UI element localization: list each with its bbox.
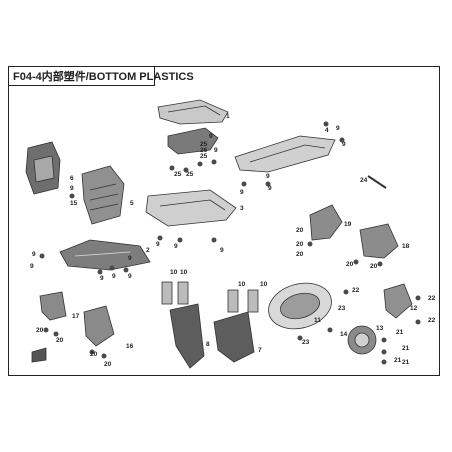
part-4-center-plate (234, 135, 336, 173)
part-4-rib (249, 144, 326, 163)
part-19-bracket (309, 204, 343, 241)
callout-number: 22 (352, 287, 360, 294)
part-3-rib (159, 199, 226, 211)
callout-number: 9 (32, 251, 36, 258)
callout-number: 19 (344, 221, 352, 228)
diagram-title: F04-4内部塑件/BOTTOM PLASTICS (8, 66, 194, 86)
callout-number: 9 (174, 243, 178, 250)
callout-number: 6 (70, 175, 74, 182)
callout-number: 24 (360, 177, 368, 184)
callout-number: 20 (296, 251, 304, 258)
callout-number: 20 (90, 351, 98, 358)
part-12-plate (383, 283, 413, 319)
callout-number: 9 (112, 273, 116, 280)
part-18-bracket (359, 223, 399, 259)
part-8-duct (169, 303, 205, 369)
part-3-mid-plate (145, 189, 237, 227)
callout-number: 17 (72, 313, 80, 320)
callout-number: 20 (346, 261, 354, 268)
callout-number: 23 (338, 305, 346, 312)
callout-number: 9 (100, 275, 104, 282)
callout-number: 21 (402, 345, 410, 352)
part-10-strip-a (161, 281, 173, 305)
callout-number: 22 (428, 295, 436, 302)
part-10-strip-b (177, 281, 189, 305)
callout-number: 10 (238, 281, 246, 288)
callout-number: 25 (186, 171, 194, 178)
callout-number: 3 (240, 205, 244, 212)
callout-number: 1 (226, 113, 230, 120)
callout-number: 20 (104, 361, 112, 368)
part-5-guard (81, 165, 125, 225)
callout-number: 9 (128, 255, 132, 262)
callout-number: 22 (428, 317, 436, 324)
callout-number: 12 (410, 305, 418, 312)
diagram-frame (8, 66, 440, 376)
callout-number: 20 (56, 337, 64, 344)
part-7-duct (213, 311, 255, 363)
callout-number: 20 (370, 263, 378, 270)
callout-number: 13 (376, 325, 384, 332)
callout-number: 25 (200, 141, 208, 148)
callout-number: 7 (258, 347, 262, 354)
callout-number: 21 (394, 357, 402, 364)
callout-number: 15 (70, 200, 78, 207)
callout-number: 9 (336, 125, 340, 132)
callout-number: 9 (209, 133, 213, 140)
callout-number: 9 (214, 147, 218, 154)
callout-number: 9 (268, 185, 272, 192)
callout-number: 10 (260, 281, 268, 288)
callout-number: 25 (174, 171, 182, 178)
callout-number: 4 (325, 127, 329, 134)
part-10-strip-d (247, 289, 259, 313)
part-5-grill (89, 183, 119, 211)
callout-number: 16 (126, 343, 134, 350)
callout-number: 9 (156, 241, 160, 248)
callout-number: 14 (340, 331, 348, 338)
part-2-rib (74, 251, 131, 257)
callout-number: 9 (266, 173, 270, 180)
part-2-lower-plate (59, 239, 151, 271)
callout-number: 2 (146, 247, 150, 254)
callout-number: 25 (200, 153, 208, 160)
part-17-bracket (39, 291, 67, 321)
part-6-detail (33, 155, 55, 183)
part-16-bracket (83, 305, 115, 347)
callout-number: 10 (170, 269, 178, 276)
part-1-skid-top (157, 99, 229, 125)
callout-number: 23 (302, 339, 310, 346)
callout-number: 21 (402, 359, 410, 366)
callout-number: 10 (180, 269, 188, 276)
part-1-skid-rib (167, 105, 221, 116)
callout-number: 5 (130, 200, 134, 207)
callout-number: 9 (220, 247, 224, 254)
callout-number: 9 (70, 185, 74, 192)
callout-number: 20 (36, 327, 44, 334)
callout-number: 21 (396, 329, 404, 336)
callout-number: 11 (314, 317, 321, 324)
part-26-plate (167, 127, 219, 155)
part-10-strip-c (227, 289, 239, 313)
part-24-rod (367, 175, 387, 189)
callout-number: 18 (402, 243, 410, 250)
callout-number: 9 (342, 141, 346, 148)
part-13-cap-inner (354, 332, 370, 348)
callout-number: 9 (128, 273, 132, 280)
callout-number: 20 (296, 227, 304, 234)
part-small-tag (31, 347, 47, 363)
callout-number: 26 (200, 147, 208, 154)
part-11-inner (280, 292, 320, 320)
callout-number: 20 (296, 241, 304, 248)
callout-number: 8 (206, 341, 210, 348)
callout-number: 9 (30, 263, 34, 270)
callout-number: 9 (240, 189, 244, 196)
